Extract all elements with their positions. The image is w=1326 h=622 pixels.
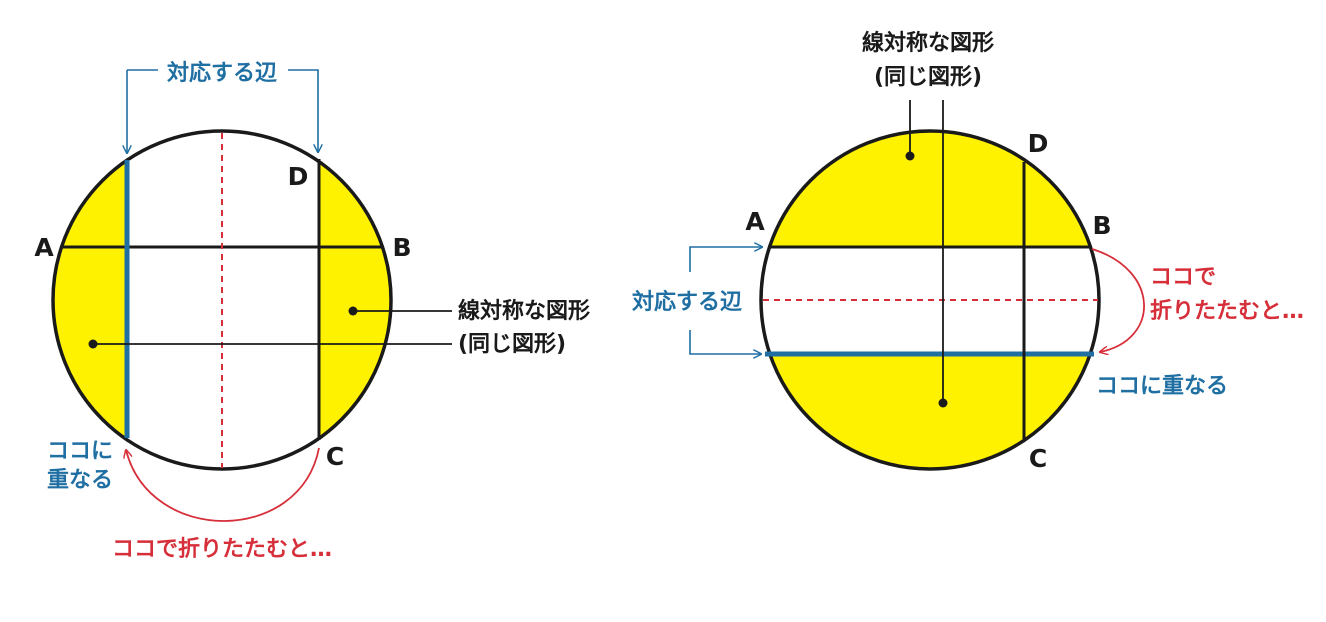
right-fold-line2: 折りたたむと… [1150, 299, 1304, 324]
right-point-b: B [1092, 211, 1111, 240]
left-fold-arrow [126, 447, 320, 522]
right-diagram: 線対称な図形 (同じ図形) A B D C 対応する辺 ココで 折りたたむと… … [632, 30, 1304, 473]
right-corresponding-sides-label: 対応する辺 [632, 289, 742, 315]
right-arrow-to-ab [689, 247, 762, 272]
right-dot-top [905, 151, 915, 161]
right-arrow-to-blue-side [689, 330, 761, 354]
right-overlap-label: ココに重なる [1096, 374, 1228, 399]
left-point-c: C [326, 442, 344, 471]
right-fold-arrow [1091, 248, 1145, 352]
right-point-a: A [745, 207, 765, 236]
left-arrow-to-dc-side [288, 69, 318, 152]
left-symmetric-shape-label: 線対称な図形 [458, 298, 590, 324]
left-diagram: 対応する辺 A B D C 線対称な図形 (同じ図形) ココに 重なる ココで折… [34, 60, 590, 562]
left-point-b: B [392, 233, 411, 262]
left-overlap-line1: ココに [47, 439, 113, 464]
left-circle-fill [53, 131, 391, 469]
left-circle-outline [51, 129, 393, 471]
left-fold-label: ココで折りたたむと… [112, 537, 332, 562]
right-point-d: D [1028, 129, 1049, 158]
right-symmetric-shape-label: 線対称な図形 [862, 30, 994, 56]
right-dot-bottom [938, 398, 948, 408]
left-same-shape-label: (同じ図形) [458, 332, 566, 357]
right-fold-line1: ココで [1150, 265, 1216, 290]
left-point-d: D [288, 162, 309, 191]
right-same-shape-label: (同じ図形) [874, 65, 982, 90]
right-circle-outline [759, 129, 1101, 471]
right-point-c: C [1029, 444, 1047, 473]
left-overlap-line2: 重なる [47, 468, 113, 493]
left-point-a: A [34, 233, 54, 262]
left-corresponding-sides-label: 対応する辺 [167, 60, 277, 86]
